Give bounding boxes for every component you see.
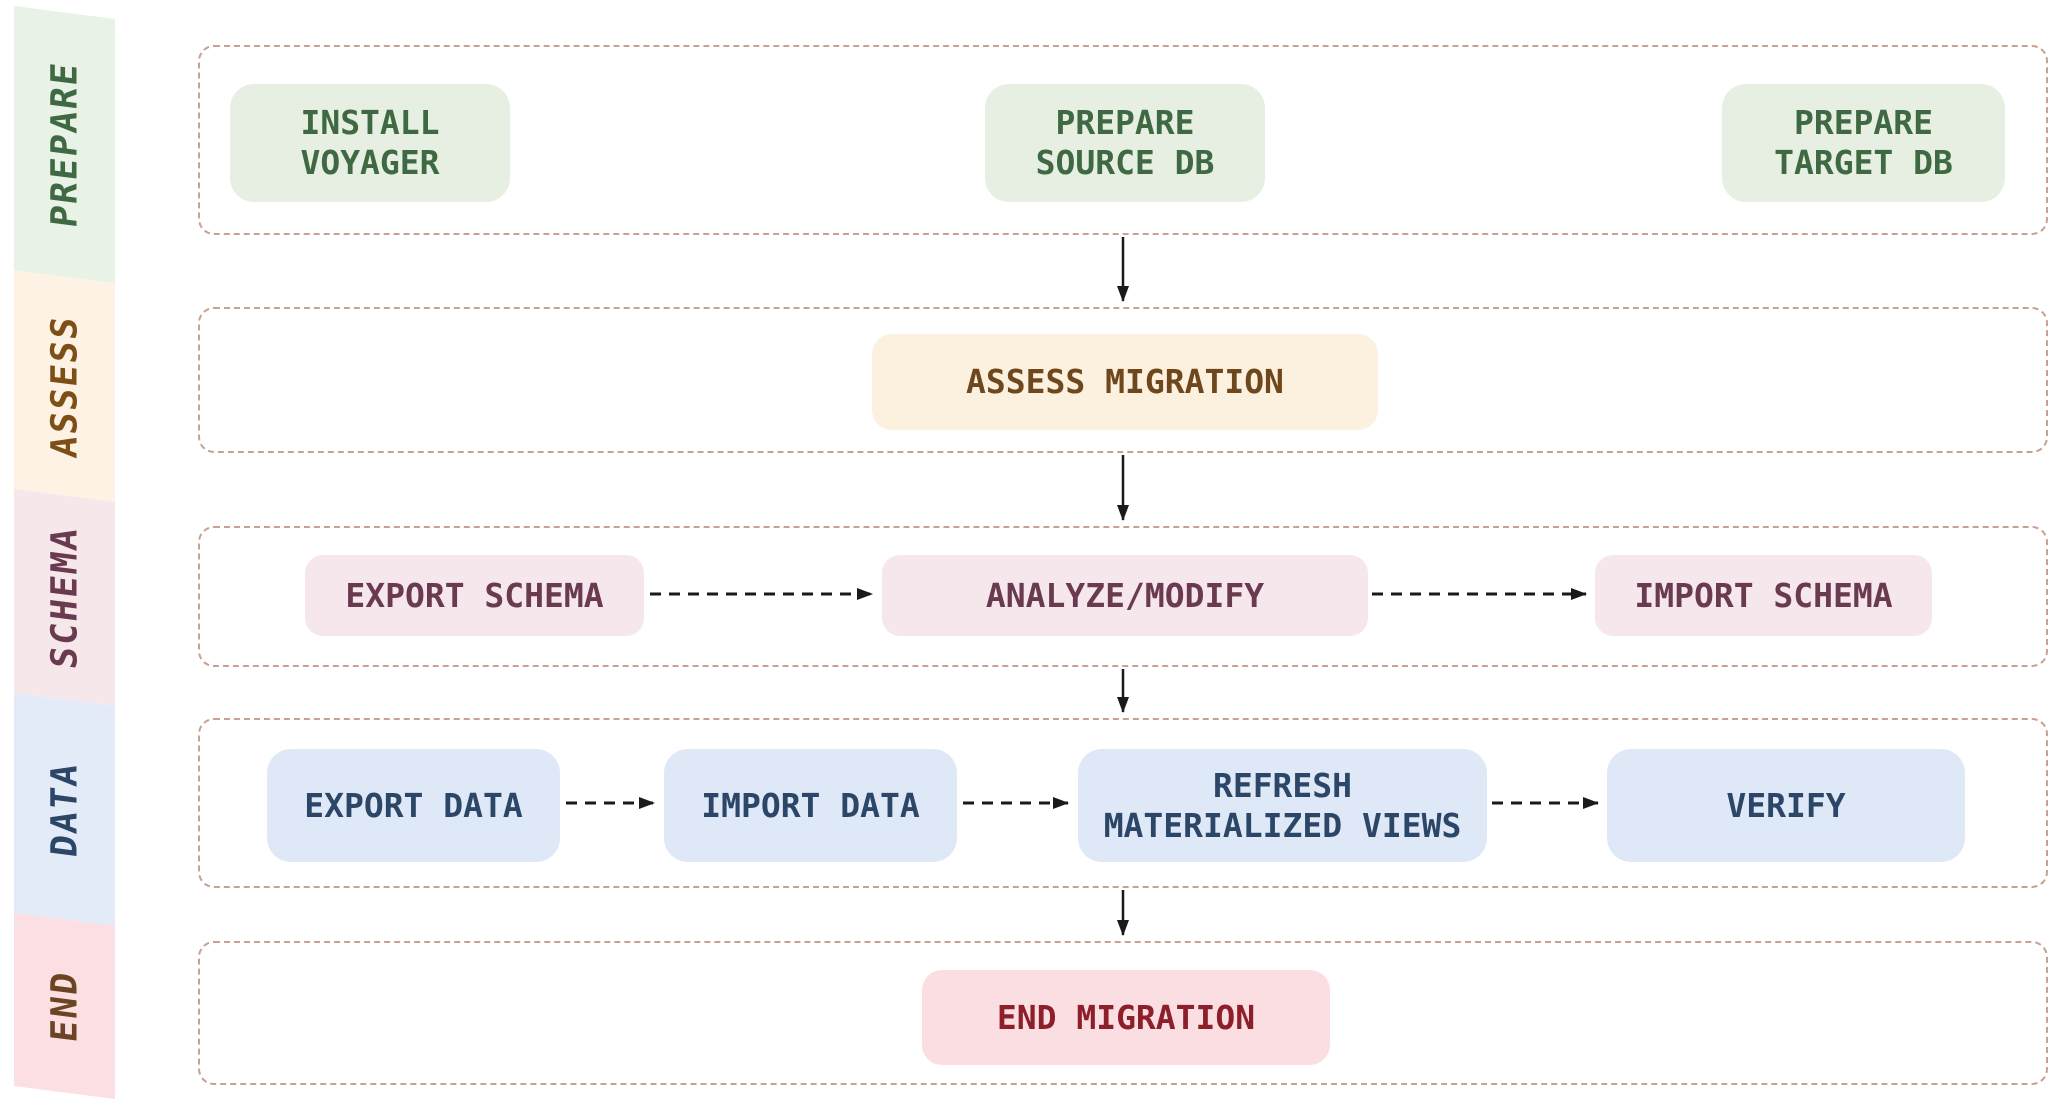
step-analyze-modify[interactable]: ANALYZE/MODIFY <box>882 555 1368 636</box>
phase-label-end: END <box>44 967 85 1045</box>
phase-label-schema: SCHEMA <box>44 523 85 672</box>
step-end-migration[interactable]: END MIGRATION <box>922 970 1330 1065</box>
step-prepare-source-db[interactable]: PREPARE SOURCE DB <box>985 84 1265 202</box>
step-label: TARGET DB <box>1774 143 1953 182</box>
step-label: EXPORT DATA <box>304 785 523 825</box>
step-label: END MIGRATION <box>996 997 1256 1037</box>
phase-segment-prepare: PREPARE <box>14 6 115 283</box>
phase-row-data: EXPORT DATA IMPORT DATA REFRESH MATERIAL… <box>198 718 2048 888</box>
phase-row-end: END MIGRATION <box>198 941 2048 1085</box>
phase-label-assess: ASSESS <box>44 312 85 460</box>
step-label: VOYAGER <box>300 143 440 182</box>
step-label: MATERIALIZED VIEWS <box>1103 805 1462 845</box>
phase-row-assess: ASSESS MIGRATION <box>198 307 2048 453</box>
step-label: PREPARE <box>1793 103 1934 142</box>
step-label: EXPORT SCHEMA <box>345 575 604 615</box>
step-label: IMPORT SCHEMA <box>1634 575 1893 615</box>
phase-segment-data: DATA <box>14 693 115 926</box>
step-prepare-target-db[interactable]: PREPARE TARGET DB <box>1722 84 2005 202</box>
step-label: ANALYZE/MODIFY <box>985 575 1265 615</box>
phase-label-data: DATA <box>44 759 85 860</box>
step-label: IMPORT DATA <box>701 785 920 825</box>
step-label: REFRESH <box>1212 765 1353 805</box>
step-assess-migration[interactable]: ASSESS MIGRATION <box>872 334 1378 430</box>
step-import-schema[interactable]: IMPORT SCHEMA <box>1595 555 1932 636</box>
step-label: ASSESS MIGRATION <box>966 362 1284 401</box>
step-export-schema[interactable]: EXPORT SCHEMA <box>305 555 644 636</box>
step-label: INSTALL <box>300 103 440 142</box>
step-install-voyager[interactable]: INSTALL VOYAGER <box>230 84 510 202</box>
phase-segment-schema: SCHEMA <box>14 489 115 706</box>
phase-label-prepare: PREPARE <box>44 58 85 230</box>
phase-segment-end: END <box>14 913 115 1099</box>
step-verify[interactable]: VERIFY <box>1607 749 1965 862</box>
phase-row-prepare: INSTALL VOYAGER PREPARE SOURCE DB PREPAR… <box>198 45 2048 235</box>
step-export-data[interactable]: EXPORT DATA <box>267 749 560 862</box>
step-label: PREPARE <box>1055 103 1195 142</box>
step-import-data[interactable]: IMPORT DATA <box>664 749 957 862</box>
step-label: SOURCE DB <box>1035 143 1215 182</box>
step-refresh-materialized-views[interactable]: REFRESH MATERIALIZED VIEWS <box>1078 749 1487 862</box>
phase-ribbon: PREPARE ASSESS SCHEMA DATA END <box>14 6 115 1099</box>
step-label: VERIFY <box>1726 785 1846 825</box>
phase-row-schema: EXPORT SCHEMA ANALYZE/MODIFY IMPORT SCHE… <box>198 526 2048 667</box>
phase-segment-assess: ASSESS <box>14 270 115 502</box>
